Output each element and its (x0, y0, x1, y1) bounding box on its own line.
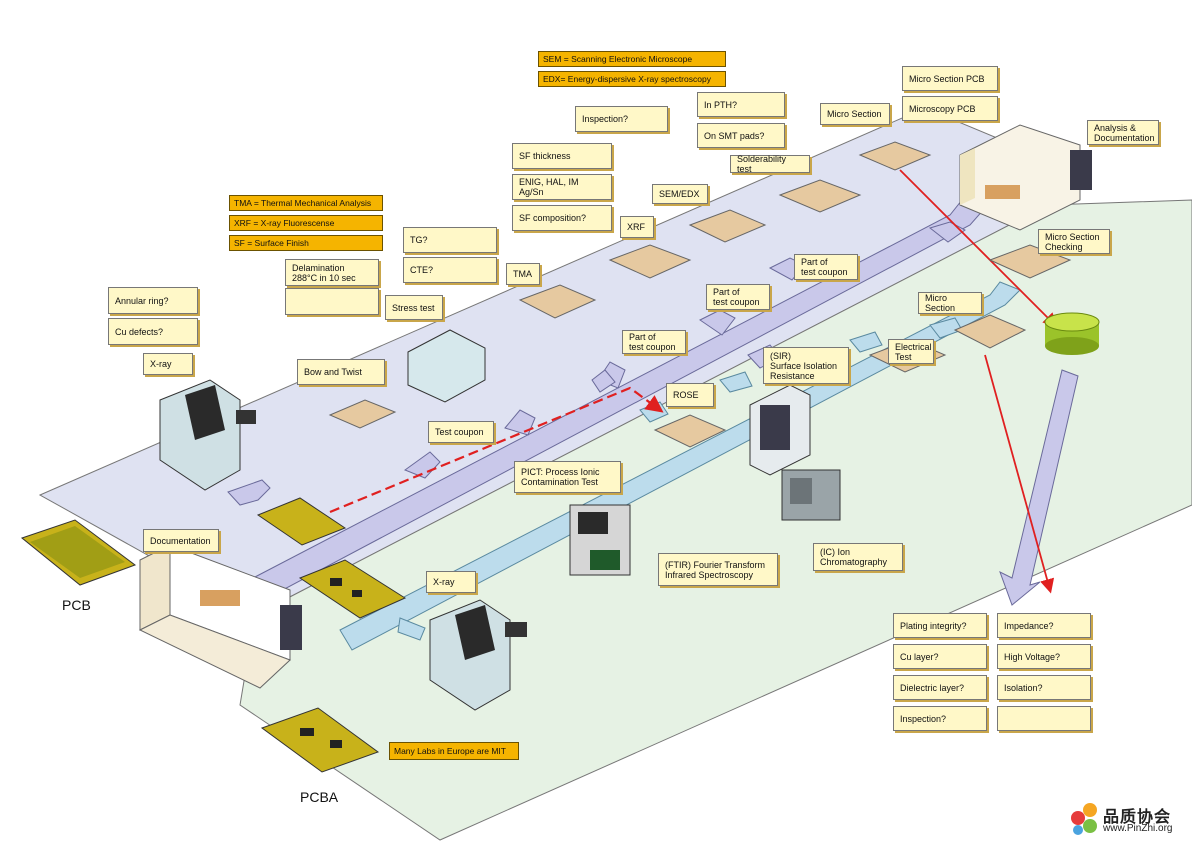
label-xray-top: X-ray (143, 353, 193, 375)
note-delamination: Delamination 288°C in 10 sec (285, 259, 379, 286)
definition-sf: SF = Surface Finish (229, 235, 383, 251)
logo-url: www.PinZhi.org (1103, 823, 1173, 834)
note-on-smt-pads: On SMT pads? (697, 123, 785, 148)
label-ftir: (FTIR) Fourier Transform Infrared Spectr… (658, 553, 778, 586)
note-impedance: Impedance? (997, 613, 1091, 638)
work-desks (328, 141, 1072, 448)
note-annular-ring: Annular ring? (108, 287, 198, 314)
note-micro-section-pcb: Micro Section PCB (902, 66, 998, 91)
label-test-coupon: Test coupon (428, 421, 494, 443)
note-bottom-blank (997, 706, 1091, 731)
note-tg: TG? (403, 227, 497, 253)
note-inspection-bottom: Inspection? (893, 706, 987, 731)
label-part-coupon-1: Part of test coupon (794, 254, 858, 280)
label-pcb: PCB (62, 597, 91, 613)
definition-mit: Many Labs in Europe are MIT (389, 742, 519, 760)
note-cte: CTE? (403, 257, 497, 283)
definition-edx: EDX= Energy-dispersive X-ray spectroscop… (538, 71, 726, 87)
label-xray-bottom: X-ray (426, 571, 476, 593)
note-inspection-top: Inspection? (575, 106, 668, 132)
definition-tma: TMA = Thermal Mechanical Analysis (229, 195, 383, 211)
note-enig: ENIG, HAL, IM Ag/Sn (512, 174, 612, 200)
label-electrical-test: Electrical Test (888, 339, 934, 364)
xray-machine-top (159, 379, 256, 491)
label-pcba: PCBA (300, 789, 339, 805)
label-ic: (IC) Ion Chromatography (813, 543, 903, 571)
label-documentation: Documentation (143, 529, 219, 552)
pcb-board-small (256, 497, 347, 546)
label-sem-edx: SEM/EDX (652, 184, 708, 204)
analysis-room (959, 124, 1092, 231)
red-path-to-coupon (899, 169, 1058, 328)
label-sir: (SIR) Surface Isolation Resistance (763, 347, 849, 384)
note-isolation: Isolation? (997, 675, 1091, 700)
note-sf-thickness: SF thickness (512, 143, 612, 169)
note-microscopy-pcb: Microscopy PCB (902, 96, 998, 121)
note-cu-defects: Cu defects? (108, 318, 198, 345)
label-pict: PICT: Process Ionic Contamination Test (514, 461, 621, 493)
label-bow-and-twist: Bow and Twist (297, 359, 385, 385)
note-sf-composition: SF composition? (512, 205, 612, 231)
stress-test-cabinet (407, 329, 486, 403)
label-micro-section-top: Micro Section (820, 103, 890, 125)
note-high-voltage: High Voltage? (997, 644, 1091, 669)
pcba-board-small (298, 559, 407, 619)
label-part-coupon-2: Part of test coupon (706, 284, 770, 310)
label-analysis-documentation: Analysis & Documentation (1087, 120, 1159, 145)
xray-machine-bottom (429, 599, 527, 711)
ic-machine (781, 469, 841, 521)
label-micro-section-checking: Micro Section Checking (1038, 229, 1110, 254)
down-arrow (999, 369, 1079, 606)
sir-chamber (749, 384, 811, 476)
definition-xrf: XRF = X-ray Fluorescense (229, 215, 383, 231)
branch-arrows (227, 221, 966, 506)
note-in-pth: In PTH? (697, 92, 785, 117)
note-dielectric-layer: Dielectric layer? (893, 675, 987, 700)
logo-name: 品质协会 (1103, 809, 1172, 826)
documentation-room (138, 544, 302, 689)
label-micro-section-mid: Micro Section (918, 292, 982, 314)
label-part-coupon-3: Part of test coupon (622, 330, 686, 354)
label-solderability: Solderability test (730, 154, 810, 174)
note-delamination-blank (285, 288, 379, 315)
note-plating-integrity: Plating integrity? (893, 613, 987, 638)
pcb-board (20, 519, 137, 586)
pcba-board (260, 707, 380, 773)
note-cu-layer: Cu layer? (893, 644, 987, 669)
label-xrf: XRF (620, 216, 654, 238)
coupon-cylinder (1044, 312, 1100, 355)
pict-machine (569, 504, 631, 576)
definition-sem: SEM = Scanning Electronic Microscope (538, 51, 726, 67)
label-stress-test: Stress test (385, 295, 443, 320)
logo-flower-icon (1071, 803, 1097, 835)
red-dashed-path (329, 386, 664, 514)
red-path-to-notes (984, 354, 1055, 594)
label-rose: ROSE (666, 383, 714, 407)
label-tma: TMA (506, 263, 540, 285)
